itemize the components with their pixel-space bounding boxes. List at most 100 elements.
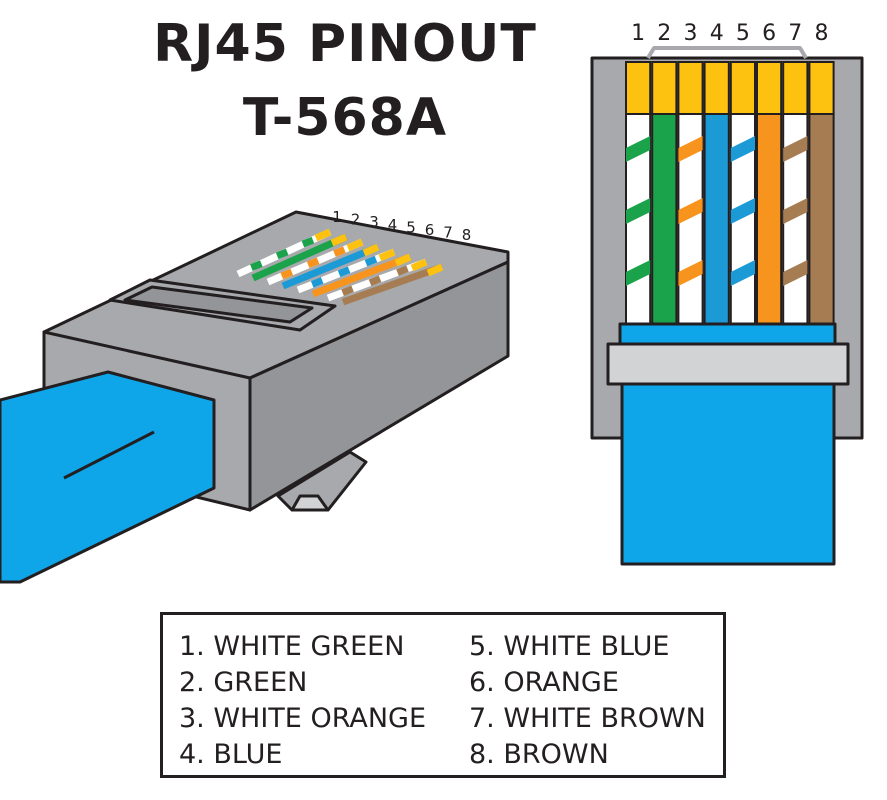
- pin-bracket: [646, 46, 808, 60]
- front-wire-pin-2: [651, 61, 678, 327]
- gold-contact: [410, 258, 428, 272]
- gold-contact: [703, 61, 730, 115]
- wire-body: [311, 253, 412, 298]
- wire-body: [808, 113, 835, 327]
- wire-stripe: [626, 198, 651, 224]
- front-wire-pin-3: [677, 61, 704, 327]
- gold-contact: [346, 238, 364, 252]
- wire-stripe: [783, 136, 808, 162]
- front-pin-number: 4: [710, 21, 724, 46]
- front-pin-number: 8: [815, 21, 829, 46]
- persp-pin-number: 2: [351, 211, 361, 229]
- front-strain-bar: [606, 342, 850, 386]
- gold-contact: [426, 263, 444, 277]
- persp-pin-number: 5: [406, 218, 416, 236]
- persp-wire-pin-8: [341, 263, 444, 306]
- wire-stripe: [368, 275, 382, 286]
- legend-right-column: 5. WHITE BLUE 6. ORANGE 7. WHITE BROWN 8…: [469, 629, 706, 773]
- wire-body: [756, 113, 783, 327]
- front-cable: [606, 322, 850, 566]
- title-line-2: T-568A: [242, 88, 448, 148]
- wire-stripe: [678, 136, 703, 162]
- wire-stripe: [730, 136, 755, 162]
- front-wire-pin-6: [756, 61, 783, 327]
- wire-stripe: [301, 236, 315, 248]
- front-wire-pin-1: [625, 61, 652, 327]
- wire-stripe: [678, 198, 703, 224]
- title-line-1: RJ45 PINOUT: [153, 14, 537, 74]
- front-pin-number: 5: [736, 21, 750, 46]
- wire-body: [281, 243, 380, 290]
- gold-contact: [651, 61, 678, 115]
- persp-wire-pin-1: [236, 228, 332, 278]
- legend-item: 6. ORANGE: [469, 667, 619, 698]
- front-pin-number: 7: [788, 21, 802, 46]
- wire-stripe: [310, 277, 324, 288]
- gold-contact: [330, 233, 348, 247]
- persp-wire-pin-7: [326, 258, 428, 302]
- legend-item: 5. WHITE BLUE: [469, 631, 670, 662]
- wire-stripe: [626, 136, 651, 162]
- persp-pin-number: 7: [443, 224, 453, 242]
- legend-item: 3. WHITE ORANGE: [179, 703, 427, 734]
- gold-contact: [378, 248, 396, 262]
- legend-item: 7. WHITE BROWN: [469, 703, 706, 734]
- legend-item: 8. BROWN: [469, 739, 609, 770]
- legend-item: 4. BLUE: [179, 739, 283, 770]
- perspective-cable: [0, 370, 216, 584]
- legend-left-column: 1. WHITE GREEN 2. GREEN 3. WHITE ORANGE …: [179, 629, 426, 773]
- front-wire-pin-8: [808, 61, 835, 327]
- wire-stripe: [337, 266, 351, 278]
- wire-stripe: [341, 285, 354, 297]
- gold-contact: [782, 61, 809, 115]
- wire-stripe: [730, 260, 755, 286]
- gold-contact: [314, 228, 332, 242]
- front-pin-number: 6: [762, 21, 776, 46]
- persp-pin-number: 6: [425, 221, 435, 239]
- gold-contact: [394, 253, 412, 267]
- persp-pin-number: 1: [332, 208, 342, 226]
- wire-body: [703, 113, 730, 327]
- wire-body: [651, 113, 678, 327]
- persp-pin-number: 3: [369, 213, 379, 231]
- perspective-wires: [236, 228, 444, 306]
- persp-wire-pin-2: [251, 233, 348, 282]
- gold-contact: [362, 243, 380, 257]
- front-wire-pin-4: [703, 61, 730, 327]
- gold-contact: [677, 61, 704, 115]
- front-pin-number: 1: [631, 21, 645, 46]
- legend-item: 2. GREEN: [179, 667, 308, 698]
- wire-stripe: [783, 260, 808, 286]
- front-pin-number: 2: [657, 21, 671, 46]
- persp-wire-pin-3: [266, 238, 364, 286]
- front-wire-pin-7: [782, 61, 809, 327]
- front-pin-number: 3: [684, 21, 698, 46]
- wire-stripe: [730, 198, 755, 224]
- wire-stripe: [678, 260, 703, 286]
- wire-body: [251, 233, 348, 282]
- wire-stripe: [275, 248, 289, 260]
- wire-body: [341, 263, 444, 306]
- front-wires: [625, 61, 835, 327]
- front-cable-jacket: [620, 382, 836, 566]
- persp-pin-number: 4: [388, 216, 398, 234]
- persp-pin-number: 8: [462, 226, 472, 244]
- gold-contact: [729, 61, 756, 115]
- wire-stripe: [626, 260, 651, 286]
- wire-stripe: [396, 265, 409, 276]
- gold-contact: [625, 61, 652, 115]
- wire-legend: 1. WHITE GREEN 2. GREEN 3. WHITE ORANGE …: [160, 612, 726, 778]
- wire-stripe: [364, 255, 378, 267]
- front-wire-pin-5: [729, 61, 756, 327]
- legend-item: 1. WHITE GREEN: [179, 631, 405, 662]
- wire-stripe: [280, 268, 294, 280]
- gold-contact: [756, 61, 783, 115]
- gold-contact: [808, 61, 835, 115]
- wire-stripe: [306, 257, 320, 269]
- persp-wire-pin-4: [281, 243, 380, 290]
- wire-stripe: [333, 246, 346, 257]
- wire-stripe: [783, 198, 808, 224]
